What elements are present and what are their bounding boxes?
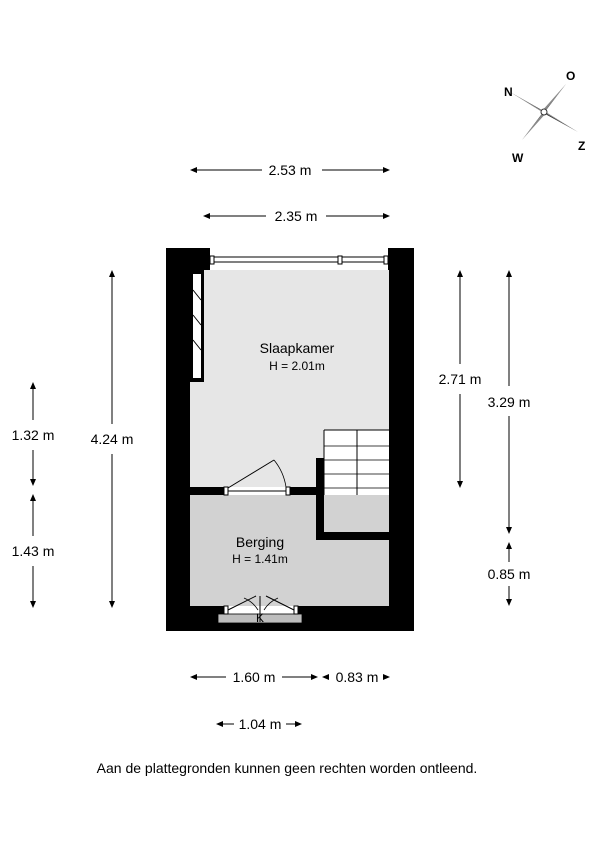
room-berging bbox=[190, 495, 389, 606]
dimension-left-upper-label: 1.32 m bbox=[12, 427, 55, 443]
dimension-right-lower: 0.85 m bbox=[488, 542, 531, 606]
dimension-top-inner: 2.35 m bbox=[203, 208, 390, 224]
compass-rose-icon: N O Z W bbox=[504, 69, 585, 165]
dimension-top-outer: 2.53 m bbox=[190, 162, 390, 178]
compass-west-label: W bbox=[512, 151, 524, 165]
dimension-right-lower-label: 0.85 m bbox=[488, 566, 531, 582]
dimension-left-lower: 1.43 m bbox=[12, 494, 55, 608]
dimension-left-upper: 1.32 m bbox=[12, 382, 55, 486]
dimension-left-lower-label: 1.43 m bbox=[12, 543, 55, 559]
compass-north-label: N bbox=[504, 85, 513, 99]
dimension-bottom-door: 1.04 m bbox=[216, 716, 302, 732]
compass-south-label: Z bbox=[578, 139, 585, 153]
dimension-bottom-right: 0.83 m bbox=[322, 669, 390, 685]
dimension-right-stair-room-label: 2.71 m bbox=[439, 371, 482, 387]
dimension-bottom-left: 1.60 m bbox=[190, 669, 318, 685]
room-slaapkamer-height: H = 2.01m bbox=[269, 359, 325, 373]
dimension-top-outer-label: 2.53 m bbox=[269, 162, 312, 178]
dimension-right-stair-room: 2.71 m bbox=[439, 270, 482, 488]
dimension-bottom-right-label: 0.83 m bbox=[336, 669, 379, 685]
dimension-bottom-left-label: 1.60 m bbox=[233, 669, 276, 685]
door-marker-label: K bbox=[256, 611, 264, 625]
floor-plan-walls: K bbox=[166, 248, 414, 631]
room-berging-name: Berging bbox=[236, 534, 284, 550]
dimension-top-inner-label: 2.35 m bbox=[275, 208, 318, 224]
room-berging-height: H = 1.41m bbox=[232, 552, 288, 566]
room-slaapkamer-name: Slaapkamer bbox=[260, 340, 335, 356]
dimension-right-total: 3.29 m bbox=[488, 270, 531, 534]
disclaimer-text: Aan de plattegronden kunnen geen rechten… bbox=[97, 760, 478, 776]
dimension-right-total-label: 3.29 m bbox=[488, 394, 531, 410]
dimension-left-total: 4.24 m bbox=[91, 270, 134, 608]
compass-east-label: O bbox=[566, 69, 575, 83]
dimension-bottom-door-label: 1.04 m bbox=[239, 716, 282, 732]
dimension-left-total-label: 4.24 m bbox=[91, 431, 134, 447]
